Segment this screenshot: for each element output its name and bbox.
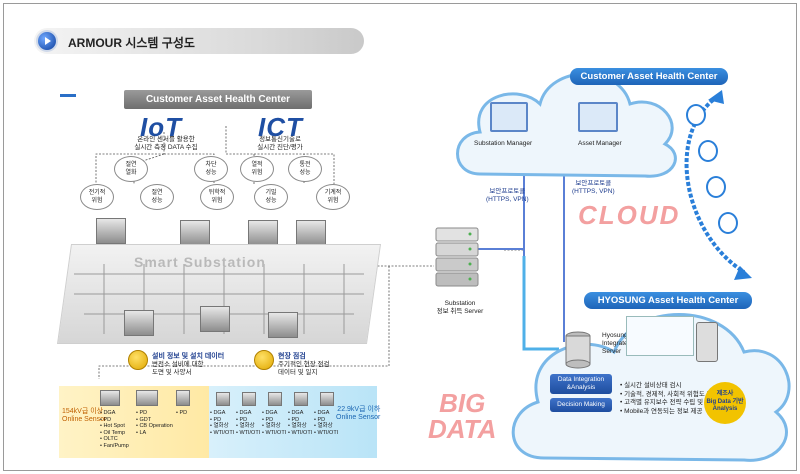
sensor-label-high: 154kV급 이상 Online Sensor: [62, 408, 107, 423]
maker-badge: 제조사 Big Data 기반 Analysis: [704, 382, 746, 424]
sensor-group: • PD: [176, 410, 188, 416]
big-data-label: BIG DATA: [428, 388, 497, 444]
node-airtight-performance: 기밀 성능: [254, 184, 288, 210]
substation-manager-icon: [490, 102, 528, 132]
sensor-group: • DGA • PD • 열화상 • WTI/OTI: [262, 410, 287, 436]
protocol-right: 보안프로토콜 (HTTPS, VPN): [572, 180, 615, 195]
bullet-item: • 실시간 설비상태 검시: [620, 382, 682, 389]
customer-cloud-shape: [456, 72, 677, 178]
server-icon: [434, 226, 480, 290]
equipment-unit: [248, 220, 278, 246]
substation-manager-label: Substation Manager: [474, 140, 533, 147]
sensor-group: • DGA • PD • 열화상 • WTI/OTI: [314, 410, 339, 436]
cloud-label: CLOUD: [578, 200, 681, 230]
legend-body-install: 변전소 설비에 대한 도면 및 사양서: [152, 361, 204, 376]
decision-making-box: Decision Making: [550, 398, 612, 412]
diagram-frame: ARMOUR 시스템 구성도 Customer Asset Health Cen…: [3, 3, 797, 471]
sensor-device: [100, 390, 120, 406]
hyosung-bullets: • 실시간 설비상태 검시 • 기술적, 경제적, 사회적 위험도 평가 • 고…: [620, 382, 719, 416]
legend-title-install: 설비 정보 및 설치 데이터: [152, 353, 225, 360]
sensor-device: [136, 390, 158, 406]
sensor-group: • DGA • PD • 열화상 • WTI/OTI: [288, 410, 313, 436]
section-dash: [60, 94, 76, 97]
node-insulation-performance: 절연 성능: [140, 184, 174, 210]
database-icon: [564, 330, 592, 370]
document-icon: [706, 176, 726, 198]
sensor-device: [320, 392, 334, 406]
node-electrical-risk: 전기적 위험: [80, 184, 114, 210]
sensor-strip-low-voltage: [209, 386, 377, 458]
sensor-device: [268, 392, 282, 406]
equipment-unit: [296, 220, 326, 246]
protocol-left: 보안프로토콜 (HTTPS, VPN): [486, 188, 529, 203]
sensor-device: [216, 392, 230, 406]
iot-label: IoT: [140, 112, 182, 142]
page-title: ARMOUR 시스템 구성도: [68, 36, 195, 50]
ict-label: ICT: [258, 112, 303, 142]
customer-cloud-title: Customer Asset Health Center: [570, 68, 728, 85]
node-thermal-risk: 열적 위험: [240, 156, 274, 182]
integrated-server-label: Hyosung Integrated Server: [602, 332, 632, 355]
sensor-group: • PD • GDT • CB Operation • LA: [136, 410, 173, 436]
equipment-unit: [268, 312, 298, 338]
node-mechanical-risk: 기계적 위험: [316, 184, 350, 210]
server-label: Substation 정보 취득 Server: [436, 300, 484, 315]
sensor-device: [294, 392, 308, 406]
title-bar: [34, 28, 364, 54]
data-integration-box: Data Integration &Analysis: [550, 374, 612, 394]
equipment-unit: [200, 306, 230, 332]
node-conduction-performance: 통전 성능: [288, 156, 322, 182]
sensor-label-low: 22.9kV급 이하 Online Sensor: [336, 406, 381, 421]
bullet-item: • 고객별 유지보수 전략 수립 및 제안: [620, 399, 717, 406]
bullet-item: • Mobile과 연동되는 정보 제공: [620, 407, 703, 415]
document-icon: [686, 104, 706, 126]
node-insulation-degradation: 절연 열화: [114, 156, 148, 182]
asset-manager-label: Asset Manager: [578, 140, 622, 147]
substation-label: Smart Substation: [134, 254, 266, 270]
equipment-unit: [180, 220, 210, 246]
asset-manager-icon: [578, 102, 618, 132]
legend-title-inspection: 현장 점검: [278, 353, 306, 360]
inspector-icon: [254, 350, 274, 370]
helmet-icon: [128, 350, 148, 370]
hyosung-cloud-title: HYOSUNG Asset Health Center: [584, 292, 752, 309]
node-chemical-risk: 뒤학적 위험: [200, 184, 234, 210]
left-center-title: Customer Asset Health Center: [124, 90, 312, 109]
document-icon: [718, 212, 738, 234]
equipment-unit: [124, 310, 154, 336]
play-icon: [36, 30, 58, 52]
mobile-icon: [696, 322, 718, 362]
sensor-device: [176, 390, 190, 406]
iot-desc: 온라인 센서를 활용한 실시간 측정 DATA 수집: [134, 136, 198, 151]
document-icon: [698, 140, 718, 162]
ict-desc: 정보통신기술로 실시간 진단/평가: [257, 136, 303, 151]
node-breaking-performance: 차단 성능: [194, 156, 228, 182]
sensor-device: [242, 392, 256, 406]
bullet-item: • 기술적, 경제적, 사회적 위험도 평가: [620, 390, 719, 398]
sensor-group: • DGA • PD • 열화상 • WTI/OTI: [210, 410, 235, 436]
sensor-group: • DGA • PD • 열화상 • WTI/OTI: [236, 410, 261, 436]
legend-body-inspection: 주기적인 현장 점검 데이터 및 일지: [278, 361, 330, 376]
sensor-group: • DGA • PD • Hot Spot • Oil Temp • OLTC …: [100, 410, 129, 449]
equipment-unit: [96, 218, 126, 244]
process-flow-graphic: [626, 316, 694, 356]
